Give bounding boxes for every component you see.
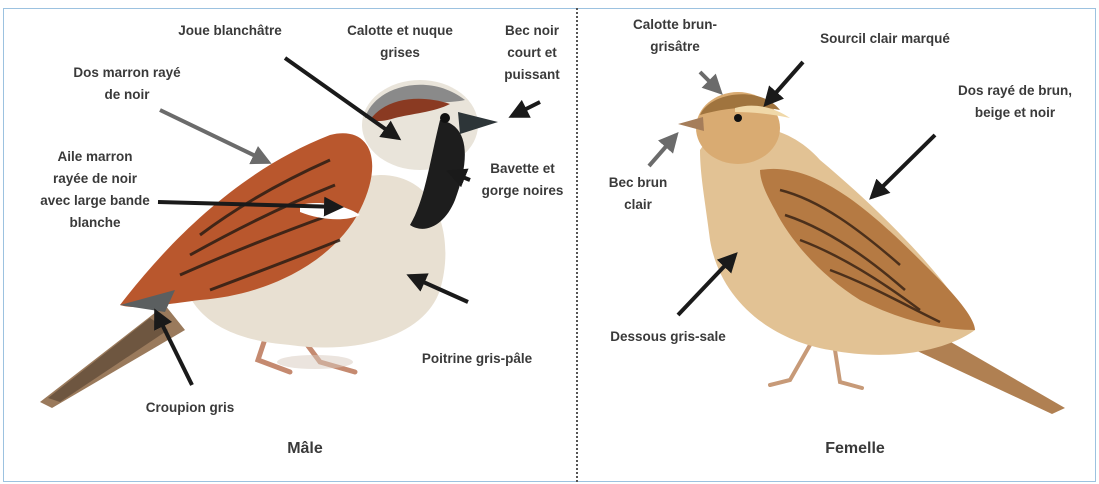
label-line: de noir [52, 84, 202, 106]
arrow-female-dos [872, 135, 935, 197]
arrow-female-dessous [678, 255, 735, 315]
label-line: Poitrine gris-pâle [422, 351, 532, 366]
female-beak [678, 117, 704, 131]
label-female-calotte: Calotte brun- grisâtre [615, 14, 735, 58]
caption-male: Mâle [250, 440, 360, 458]
label-line: Dos marron rayé [52, 62, 202, 84]
label-male-croupion: Croupion gris [125, 397, 255, 419]
label-line: Croupion gris [146, 400, 235, 415]
label-line: Dessous gris-sale [610, 329, 726, 344]
label-female-dessous: Dessous gris-sale [588, 326, 748, 348]
label-line: puissant [492, 64, 572, 86]
label-line: Joue blanchâtre [178, 23, 282, 38]
label-male-bavette: Bavette et gorge noires [470, 158, 575, 202]
label-line: Aile marron [20, 146, 170, 168]
label-line: rayée de noir [20, 168, 170, 190]
arrow-female-bec [649, 135, 676, 166]
arrow-female-sourcil [766, 62, 803, 104]
label-line: gorge noires [470, 180, 575, 202]
female-sparrow-illustration [678, 92, 1065, 414]
label-line: grisâtre [615, 36, 735, 58]
label-line: beige et noir [935, 102, 1095, 124]
label-line: Sourcil clair marqué [820, 31, 950, 46]
label-male-dos: Dos marron rayé de noir [52, 62, 202, 106]
label-line: Bec noir [492, 20, 572, 42]
label-line: Calotte et nuque [330, 20, 470, 42]
label-line: blanche [20, 212, 170, 234]
label-female-bec: Bec brun clair [593, 172, 683, 216]
label-line: avec large bande [20, 190, 170, 212]
label-male-bec: Bec noir court et puissant [492, 20, 572, 86]
label-female-sourcil: Sourcil clair marqué [795, 28, 975, 50]
arrow-male-bec [512, 102, 540, 116]
arrow-male-dos [160, 110, 268, 162]
label-line: Bec brun [593, 172, 683, 194]
caption-text: Femelle [825, 440, 885, 457]
label-male-joue: Joue blanchâtre [165, 20, 295, 42]
label-male-aile: Aile marron rayée de noir avec large ban… [20, 146, 170, 234]
label-line: grises [330, 42, 470, 64]
caption-text: Mâle [287, 440, 323, 457]
caption-female: Femelle [790, 440, 920, 458]
label-line: Dos rayé de brun, [935, 80, 1095, 102]
label-line: Calotte brun- [615, 14, 735, 36]
label-female-dos: Dos rayé de brun, beige et noir [935, 80, 1095, 124]
male-beak [458, 112, 498, 134]
label-line: court et [492, 42, 572, 64]
label-line: Bavette et [470, 158, 575, 180]
label-line: clair [593, 194, 683, 216]
label-male-calotte: Calotte et nuque grises [330, 20, 470, 64]
label-male-poitrine: Poitrine gris-pâle [402, 348, 552, 370]
arrow-female-calotte [700, 72, 720, 92]
